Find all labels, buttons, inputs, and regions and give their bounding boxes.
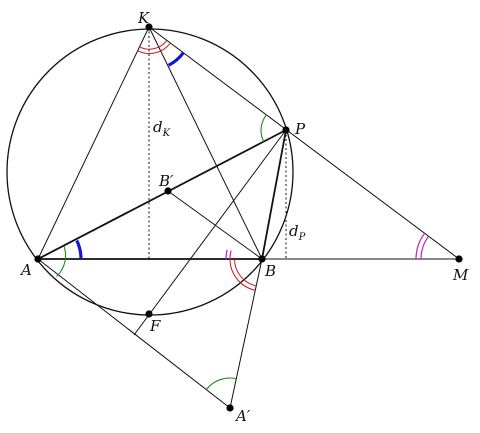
- point-B: [258, 255, 266, 263]
- angle-mark-magenta-M: [420, 235, 430, 260]
- point-F: [145, 310, 153, 318]
- label-d-P-sub: P: [298, 232, 306, 243]
- angle-mark-magenta-B: [229, 250, 232, 260]
- angle-mark-red-B: [229, 258, 256, 291]
- segment-P-F: [133, 129, 287, 336]
- segment-B-P: [261, 129, 287, 260]
- circumcircle: [6, 28, 294, 316]
- segment-A-K: [37, 26, 150, 260]
- point-K: [145, 23, 153, 31]
- label-A-prime: A′: [234, 407, 251, 425]
- angle-mark-blue-A: [75, 239, 83, 260]
- angle-mark-red-K-inner: [139, 40, 167, 50]
- point-M: [455, 255, 463, 263]
- segment-K-B: [148, 26, 263, 260]
- angle-mark-blue-K: [167, 51, 185, 67]
- point-A: [34, 255, 42, 263]
- angle-mark-red-B-inner: [234, 258, 257, 287]
- angle-mark-green-A: [56, 245, 67, 277]
- angle-mark-magenta-M-inner: [415, 232, 426, 260]
- segment-B-P-extension: [229, 258, 263, 409]
- point-P: [282, 126, 290, 134]
- label-A: A: [19, 261, 32, 279]
- label-d-K: dK: [153, 118, 171, 139]
- angle-mark-green-A-prime: [205, 377, 237, 390]
- line-K-P-M: [148, 26, 460, 260]
- label-d-P: dP: [289, 222, 306, 243]
- segment-A-A-prime: [37, 258, 231, 409]
- label-P: P: [294, 120, 306, 138]
- label-K: K: [137, 9, 150, 27]
- segment-A-P: [37, 129, 287, 260]
- point-A-prime: [226, 404, 234, 412]
- angle-mark-green-P: [260, 114, 267, 142]
- label-d-P-base: d: [289, 222, 299, 240]
- label-B-prime: B′: [158, 172, 174, 190]
- label-M: M: [452, 266, 469, 284]
- label-d-K-base: d: [153, 118, 163, 136]
- angle-mark-red-K: [137, 43, 171, 55]
- label-B: B: [264, 262, 276, 280]
- label-d-K-sub: K: [162, 128, 171, 139]
- angle-mark-magenta-B-inner: [225, 249, 228, 260]
- label-F: F: [149, 317, 161, 335]
- point-B-prime: [164, 187, 172, 195]
